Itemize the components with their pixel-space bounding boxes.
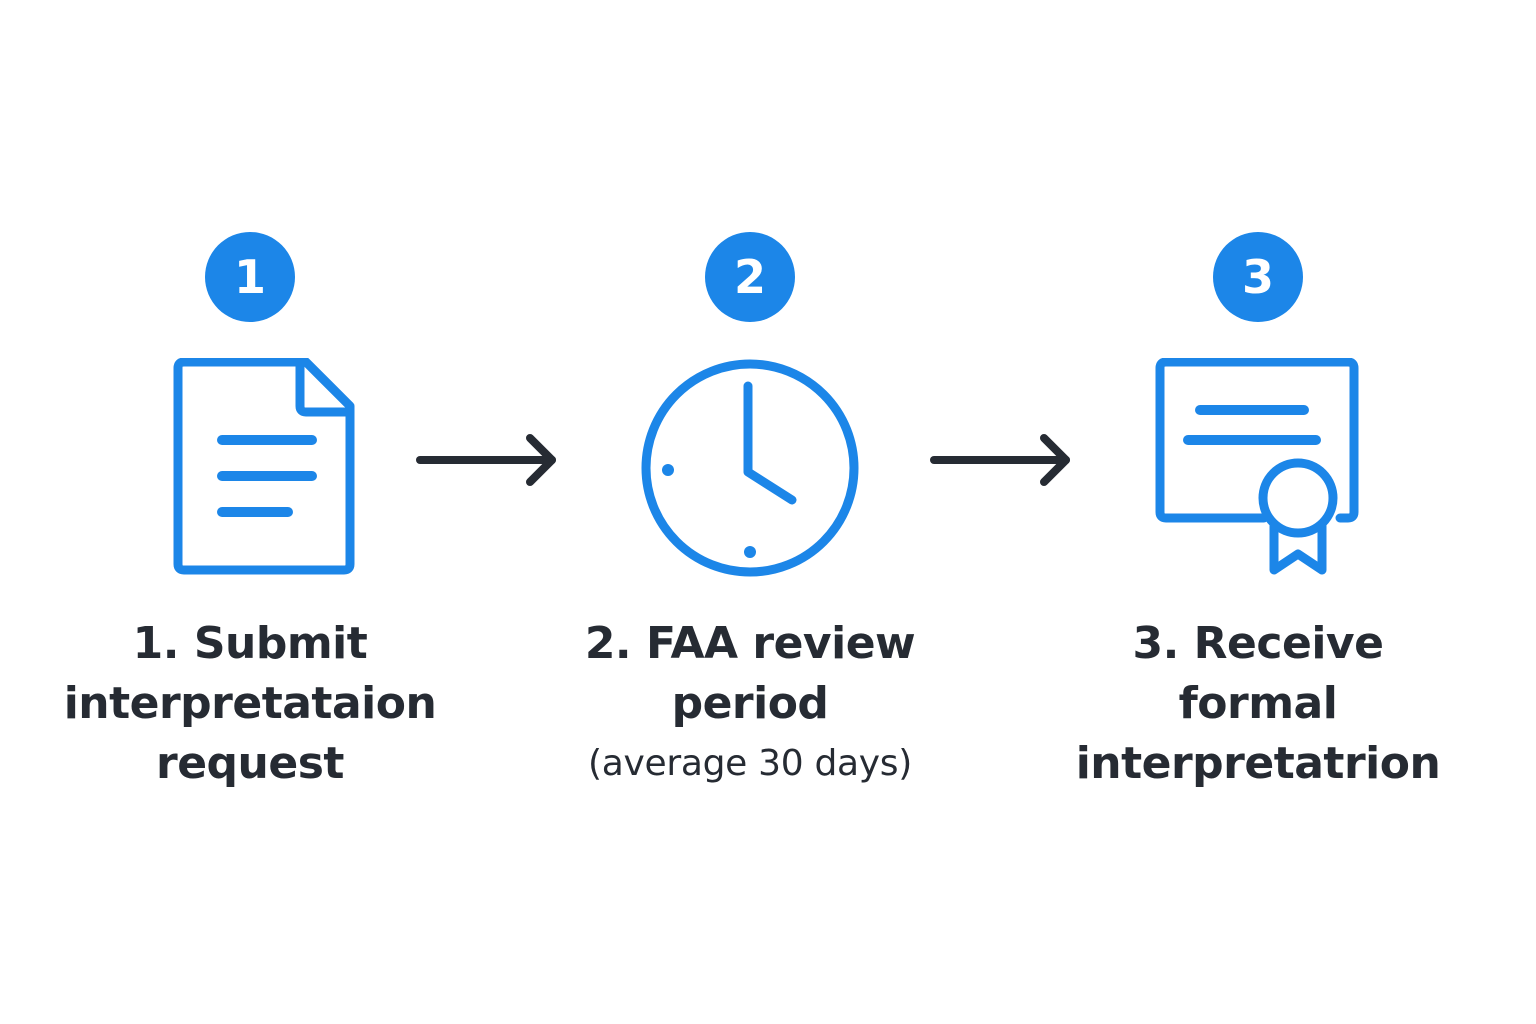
step-label-line: 2. FAA review [584,618,916,669]
document-icon [140,358,360,578]
step-label: 1. Submit interpretataion request [64,614,437,794]
step-label-line: request [156,738,344,789]
step-label-line: interpretatrion [1075,738,1441,789]
step-label: 3. Receive formal interpretatrion [1076,614,1441,794]
step-1: 1 1. Submit interpretataion request [40,232,460,794]
arrow-right-icon [930,434,1070,486]
step-label-line: period [671,678,829,729]
arrow-right-icon [416,434,556,486]
step-number-badge: 2 [705,232,795,322]
step-number-badge: 3 [1213,232,1303,322]
step-label: 2. FAA review period (average 30 days) [584,614,916,794]
clock-icon [640,358,860,578]
step-label-line: formal [1178,678,1338,729]
certificate-icon [1148,358,1368,578]
step-2: 2 2. FAA review period (average 30 days) [540,232,960,794]
step-3: 3 3. Receive formal interpretatrion [1048,232,1468,794]
step-sublabel: (average 30 days) [587,743,913,784]
step-label-line: 1. Submit [132,618,368,669]
step-label-line: interpretataion [63,678,437,729]
step-label-line: 3. Receive [1132,618,1384,669]
step-number-badge: 1 [205,232,295,322]
